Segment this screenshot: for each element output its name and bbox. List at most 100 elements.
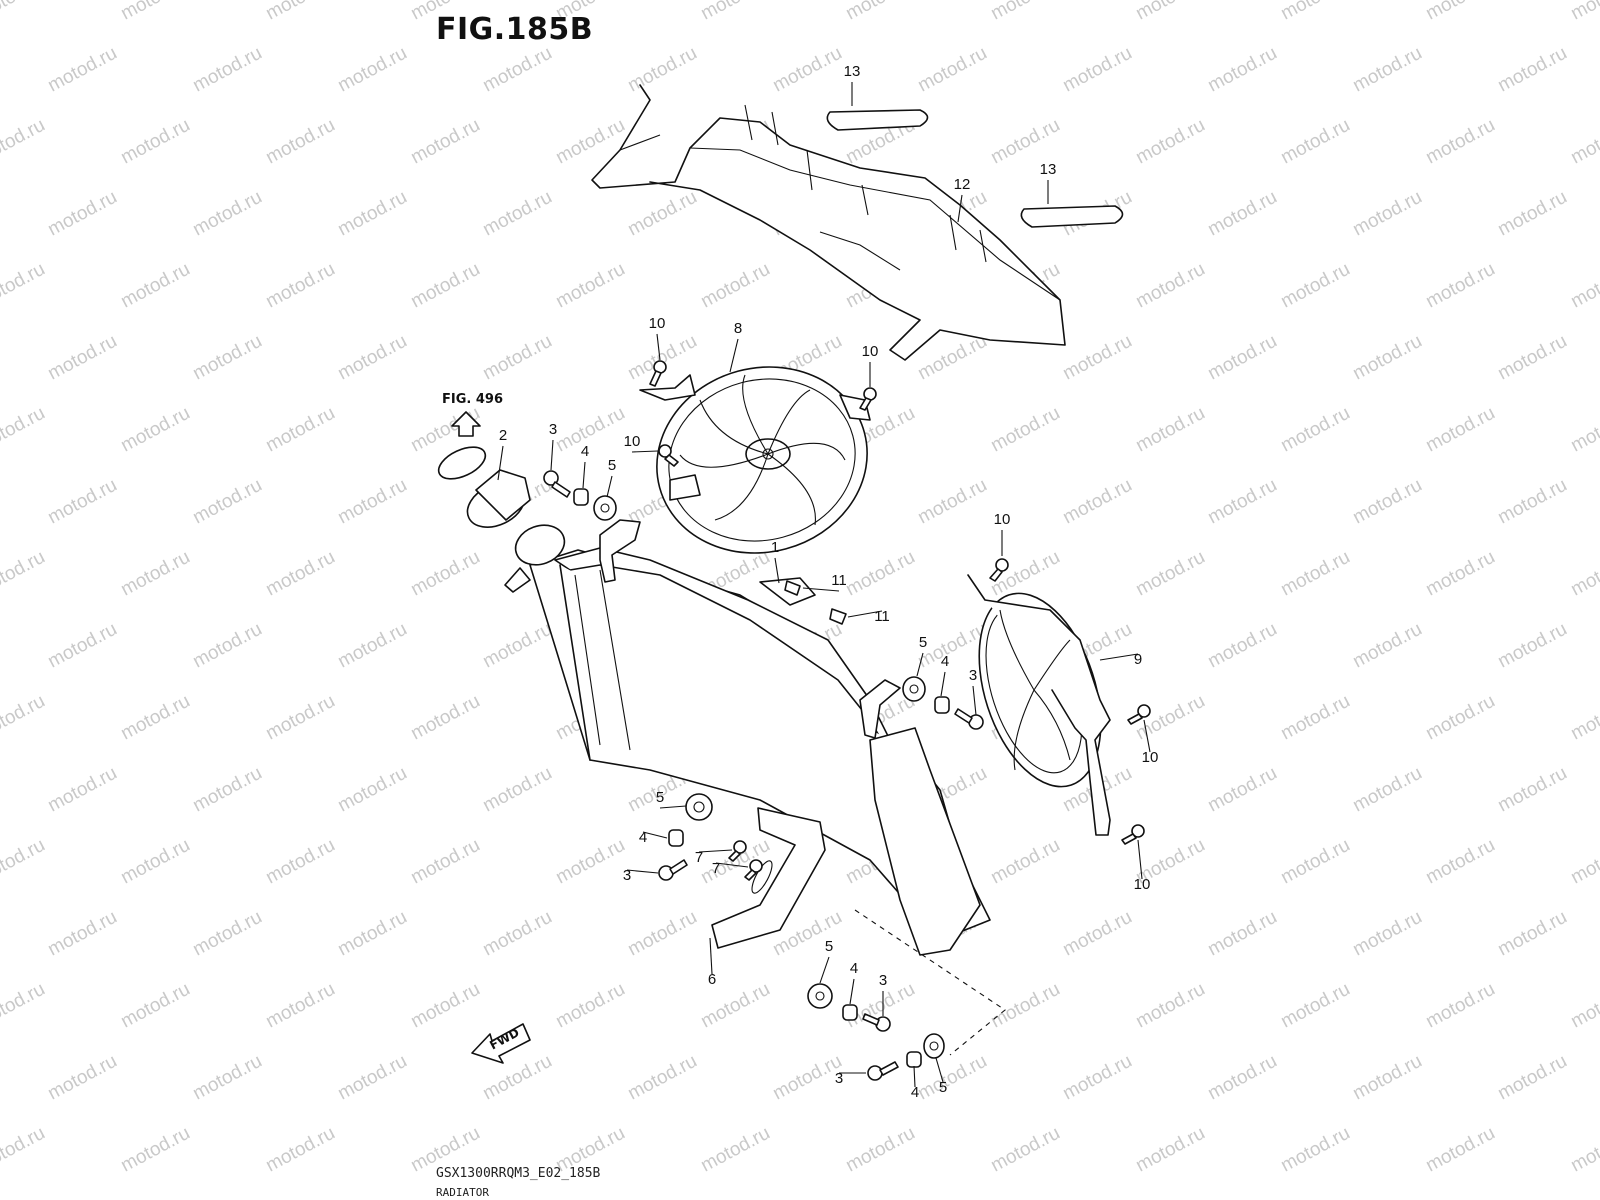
callout-number-5: 5 bbox=[939, 1079, 947, 1096]
decal-13-lower bbox=[1020, 205, 1124, 228]
callout-leader bbox=[626, 869, 659, 874]
bolt-10 bbox=[859, 387, 877, 411]
bracket-6 bbox=[711, 807, 826, 949]
clip-11 bbox=[784, 580, 801, 596]
figure-title: FIG.185B bbox=[436, 12, 594, 47]
collar-4 bbox=[906, 1051, 922, 1068]
callout-leader bbox=[606, 475, 613, 498]
fwd-arrow-icon bbox=[471, 1023, 531, 1064]
bolt-7 bbox=[744, 859, 763, 881]
callout-leader bbox=[497, 445, 504, 481]
callout-number-5: 5 bbox=[608, 457, 616, 474]
grommet-5 bbox=[685, 793, 713, 821]
svg-text:FWD: FWD bbox=[487, 1025, 521, 1050]
callout-leader bbox=[819, 956, 830, 984]
callout-leader bbox=[916, 652, 924, 677]
callout-number-10: 10 bbox=[862, 343, 879, 360]
callout-number-5: 5 bbox=[919, 634, 927, 651]
callout-leader bbox=[849, 978, 855, 1005]
callout-leader bbox=[659, 805, 687, 809]
bolt-7 bbox=[728, 840, 747, 862]
bolt-10 bbox=[989, 558, 1009, 582]
callout-number-4: 4 bbox=[639, 829, 647, 846]
figure-code: GSX1300RRQM3_E02_185B bbox=[436, 1166, 601, 1181]
radiator-shroud-12 bbox=[591, 84, 1066, 361]
callout-number-9: 9 bbox=[1134, 651, 1142, 668]
callout-number-1: 1 bbox=[771, 539, 779, 556]
callout-number-3: 3 bbox=[879, 972, 887, 989]
callout-leader bbox=[802, 587, 840, 592]
clip-11 bbox=[829, 608, 847, 625]
callout-leader bbox=[1099, 653, 1139, 661]
callout-leader bbox=[913, 1065, 916, 1088]
bolt-10 bbox=[1121, 824, 1145, 845]
callout-number-10: 10 bbox=[624, 433, 641, 450]
callout-number-5: 5 bbox=[825, 938, 833, 955]
callout-number-4: 4 bbox=[581, 443, 589, 460]
bolt-10 bbox=[658, 444, 679, 467]
callout-leader bbox=[582, 461, 586, 489]
figure-name: RADIATOR bbox=[436, 1186, 489, 1199]
reference-label: FIG. 496 bbox=[442, 392, 503, 407]
bolt-3 bbox=[862, 1013, 891, 1032]
callout-number-10: 10 bbox=[994, 511, 1011, 528]
callout-number-3: 3 bbox=[623, 867, 631, 884]
bolt-3 bbox=[658, 859, 688, 881]
callout-number-8: 8 bbox=[734, 320, 742, 337]
callout-number-4: 4 bbox=[911, 1084, 919, 1101]
callout-number-7: 7 bbox=[712, 860, 720, 877]
callout-leader bbox=[550, 439, 554, 471]
callout-number-6: 6 bbox=[708, 971, 716, 988]
cooling-fan-9 bbox=[967, 574, 1111, 836]
callout-leader bbox=[698, 849, 733, 853]
callout-leader bbox=[847, 610, 883, 618]
collar-4 bbox=[934, 696, 950, 714]
reference-arrow bbox=[451, 411, 481, 437]
callout-leader bbox=[642, 831, 668, 839]
decal-13-upper bbox=[826, 109, 929, 131]
bolt-10 bbox=[1127, 704, 1151, 725]
grommet-5 bbox=[923, 1033, 945, 1059]
callout-leader bbox=[957, 194, 963, 223]
callout-leader bbox=[774, 557, 780, 584]
callout-number-2: 2 bbox=[499, 427, 507, 444]
fwd-label: FWD bbox=[487, 1025, 521, 1050]
callout-number-7: 7 bbox=[695, 849, 703, 866]
callout-number-12: 12 bbox=[954, 176, 971, 193]
cooling-fan-8 bbox=[639, 366, 871, 554]
callout-number-10: 10 bbox=[1134, 876, 1151, 893]
callout-number-4: 4 bbox=[850, 960, 858, 977]
callout-number-11: 11 bbox=[831, 572, 847, 589]
grommet-5 bbox=[902, 676, 926, 702]
callout-number-10: 10 bbox=[649, 315, 666, 332]
collar-4 bbox=[573, 488, 589, 506]
callout-number-13: 13 bbox=[1040, 161, 1057, 178]
callout-number-3: 3 bbox=[835, 1070, 843, 1087]
callout-leader bbox=[935, 1057, 944, 1083]
callout-leader bbox=[715, 862, 749, 868]
callout-number-3: 3 bbox=[549, 421, 557, 438]
bolt-10 bbox=[649, 360, 667, 387]
collar-4 bbox=[668, 829, 684, 847]
callout-leader bbox=[972, 685, 977, 716]
callout-number-13: 13 bbox=[844, 63, 861, 80]
callout-leader bbox=[729, 338, 739, 373]
callout-number-11: 11 bbox=[874, 608, 890, 625]
callout-leader bbox=[656, 333, 661, 361]
bolt-3 bbox=[543, 470, 571, 498]
callout-number-10: 10 bbox=[1142, 749, 1159, 766]
radiator-cap-2 bbox=[437, 446, 531, 528]
callout-number-4: 4 bbox=[941, 653, 949, 670]
bolt-3 bbox=[954, 708, 984, 730]
collar-4 bbox=[842, 1004, 858, 1021]
callout-leader bbox=[940, 671, 946, 697]
callout-leader bbox=[1137, 839, 1143, 880]
bolt-3 bbox=[867, 1061, 899, 1081]
callout-leader bbox=[709, 937, 713, 975]
svg-text:FIG. 496: FIG. 496 bbox=[442, 392, 503, 407]
callout-leader bbox=[631, 450, 659, 453]
grommet-5 bbox=[807, 983, 833, 1009]
